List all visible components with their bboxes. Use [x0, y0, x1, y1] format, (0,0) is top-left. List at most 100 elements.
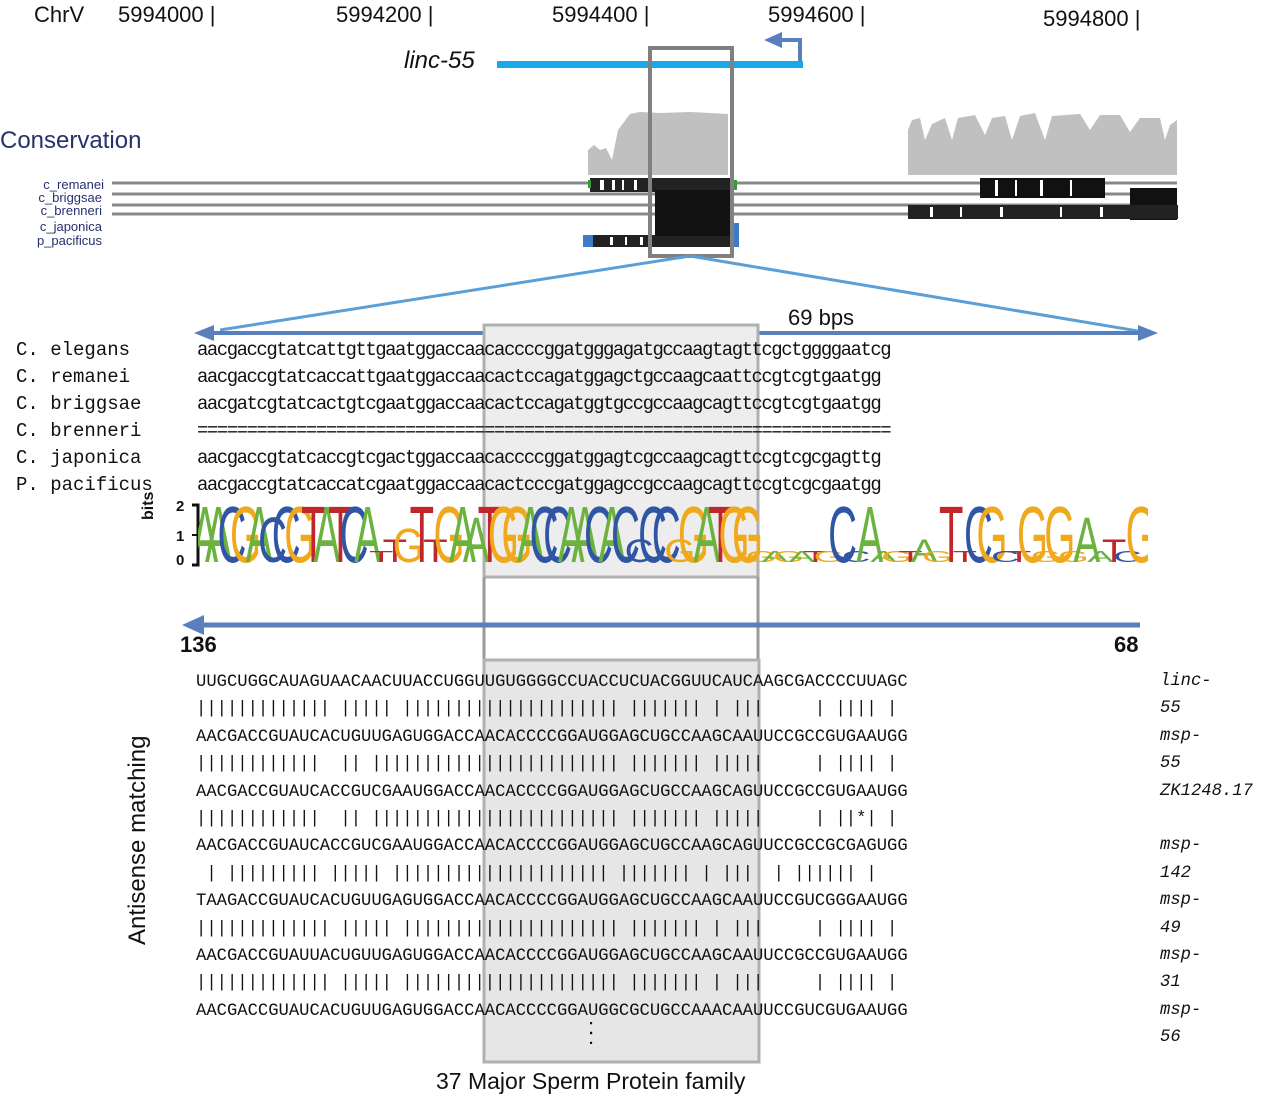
logo-letter: C [584, 500, 613, 568]
antisense-sequence: UUGCUGGCAUAGUAACAACUUACCUGGUUGUGGGGCCUAC… [196, 673, 908, 692]
logo-tick: 2 [176, 498, 185, 515]
gene-name-label: msp-142 [1160, 836, 1202, 883]
logo-letter: A [463, 506, 490, 568]
alignment-species-column: C. elegans C. remanei C. briggsae C. bre… [16, 337, 153, 499]
logo-letter: C [217, 500, 246, 568]
logo-letter: T [708, 500, 732, 568]
logo-letter: A [517, 500, 544, 568]
logo-letter: G [1126, 500, 1148, 568]
logo-letter: A [856, 500, 883, 568]
seed-region-alignment [482, 323, 760, 579]
antisense-sequence: AACGACCGUAUCACUGUUGAGUGGACCAACACCCCGGAUG… [196, 1001, 908, 1021]
coord-label-5: 5994800 | [1043, 6, 1141, 31]
alignment-sequence: aacgaccgtatcaccgtcgactggaccaacaccccggatg… [197, 447, 882, 469]
species-label: C. remanei [16, 366, 131, 388]
seed-region-antisense [482, 658, 761, 1064]
logo-letter: A [1074, 506, 1101, 568]
match-bars: ||||||||||||| ||||| ||||||||||||||||||||… [196, 974, 898, 994]
logo-letter: C [1113, 548, 1142, 566]
logo-letter: G [664, 533, 695, 568]
logo-letter: G [719, 500, 750, 568]
logo-letter: A [789, 548, 817, 566]
match-row: |||||||||||| || ||||||||||||||||||||||||… [196, 805, 908, 832]
logo-letter: G [814, 548, 845, 566]
logo-letter: C [258, 506, 287, 568]
antisense-row: AACGACCGUAUCACUGUUGAGUGGACCAACACCCCGGAUG… [196, 723, 1201, 773]
logo-letter: G [434, 500, 465, 568]
species-track-label-japonica: c_japonica [39, 219, 102, 234]
logo-letter: T [898, 548, 922, 566]
alignment-sequence-column: aacgaccgtatcattgttgaatggaccaacaccccggatg… [197, 337, 1157, 499]
antisense-alignment: UUGCUGGCAUAGUAACAACUUACCUGGUUGUGGGGCCUAC… [196, 668, 1253, 1047]
logo-letter: G [773, 548, 804, 566]
logo-letter: A [870, 548, 898, 566]
gene-name-label: msp-31 [1160, 945, 1202, 993]
species-label: P. pacificus [16, 474, 153, 496]
logo-letter: C [625, 533, 654, 568]
antisense-axis-label: Antisense matching [124, 735, 151, 945]
match-bars: ||||||||||||| ||||| ||||||||||||||||||||… [196, 700, 898, 720]
match-row: |||||||||||| || ||||||||||||||||||||||||… [196, 750, 908, 777]
logo-letter: T [1102, 533, 1126, 568]
sequence-logo: AACGACCGTATCATTGTTGAATGGACCAACACCCCGGATG… [198, 500, 1148, 568]
antisense-sequence: AACGACCGUAUCACUGUUGAGUGGACCAACACCCCGGAUG… [196, 727, 908, 747]
logo-letter: A [314, 500, 341, 568]
match-bars: |||||||||||| || ||||||||||||||||||||||||… [196, 755, 898, 775]
arrowhead-right-icon [1138, 325, 1158, 341]
match-bars: ||||||||||||| ||||| ||||||||||||||||||||… [196, 919, 898, 939]
logo-letter: T [383, 533, 407, 568]
logo-letter: A [694, 500, 721, 568]
conservation-title: Conservation [0, 127, 142, 154]
logo-letter: C [543, 500, 572, 568]
logo-letter: G [881, 548, 912, 566]
conservation-profile-left [588, 112, 728, 175]
species-label: C. elegans [16, 339, 131, 361]
match-row: | ||||||||| ||||| ||||||||||||||||||||| … [196, 860, 908, 887]
antisense-arrowhead-icon [182, 615, 204, 635]
logo-letter: A [571, 500, 598, 568]
logo-letter: T [301, 500, 325, 568]
logo-letter: C [530, 500, 559, 568]
antisense-sequence: AACGACCGUAUCACCGUCGAAUGGACCAACACCCCGGAUG… [196, 837, 908, 857]
gene-name-label: msp-55 [1160, 726, 1202, 774]
antisense-row: AACGACCGUAUCACCGUCGAAUGGACCAACACCCCGGAUG… [196, 832, 1201, 882]
logo-letter: C [991, 548, 1020, 566]
logo-letter: T [1007, 548, 1031, 566]
logo-axis-ticks: 2 1 0 [176, 492, 184, 576]
antisense-row: AACGACCGUAUCACCGUCGAAUGGACCAACACCCCGGAUG… [196, 778, 1253, 805]
species-label: C. japonica [16, 447, 142, 469]
logo-letter: A [198, 500, 219, 568]
logo-axis-label: bits [140, 491, 157, 520]
alignment-sequence: ========================================… [197, 420, 892, 442]
logo-letter: G [746, 548, 777, 566]
arrowhead-left-icon [194, 325, 214, 341]
antisense-end-label: 68 [1114, 632, 1139, 657]
logo-letter: G [501, 500, 532, 568]
logo-letter: C [842, 548, 871, 566]
logo-letter: C [828, 500, 857, 568]
alignment-sequence: aacgatcgtatcactgtcgaatggaccaacactccagatg… [197, 393, 882, 415]
gene-name-label: msp-56 [1160, 1000, 1202, 1048]
logo-letter: A [761, 548, 789, 566]
logo-letter: A [1087, 548, 1115, 566]
conservation-profile-right [908, 113, 1177, 175]
logo-letter: G [284, 500, 315, 568]
species-track-label-brenneri: c_brenneri [40, 203, 102, 218]
match-row: ||||||||||||| ||||| ||||||||||||||||||||… [196, 969, 908, 996]
species-label: C. briggsae [16, 393, 142, 415]
species-track-label-remanei: c_remanei [43, 177, 104, 192]
logo-letter: A [354, 500, 381, 568]
species-label: C. brenneri [16, 420, 142, 442]
logo-letter: T [939, 500, 963, 568]
logo-letter: T [478, 500, 502, 568]
gene-name-label: ZK1248.17 [1160, 781, 1253, 801]
logo-letter: T [369, 548, 393, 566]
logo-letter: G [230, 500, 261, 568]
logo-letter: A [205, 500, 232, 568]
antisense-start-label: 136 [180, 632, 217, 657]
species-track-label-pacificus: p_pacificus [36, 233, 102, 248]
gene-name-label: msp-49 [1160, 891, 1202, 938]
logo-letter: G [488, 500, 519, 568]
logo-letter: A [449, 500, 476, 568]
